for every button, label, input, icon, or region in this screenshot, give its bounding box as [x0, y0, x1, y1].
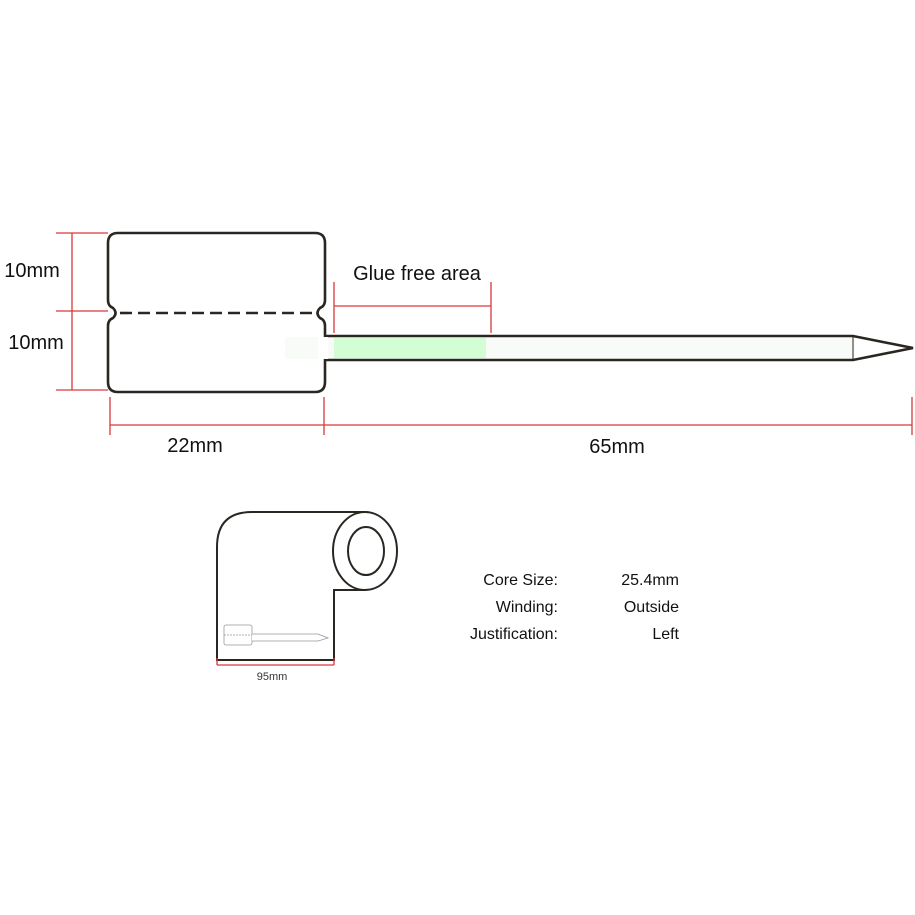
specs-table: Core Size: 25.4mm Winding: Outside Justi… [470, 572, 680, 643]
spec-value: 25.4mm [621, 572, 679, 589]
spec-value: Outside [624, 599, 679, 616]
tail-length-label: 65mm [589, 436, 645, 458]
bottom-height-label: 10mm [8, 332, 64, 354]
spec-label: Justification: [470, 626, 558, 643]
glue-free-dimension [333, 282, 492, 333]
head-width-label: 22mm [167, 435, 223, 457]
glue-free-area [334, 338, 486, 358]
glue-free-label: Glue free area [353, 263, 482, 285]
width-dimension [109, 397, 913, 435]
spec-value: Left [652, 626, 679, 643]
label-tail [285, 334, 914, 362]
top-height-label: 10mm [4, 260, 60, 282]
height-dimension [56, 232, 108, 391]
spec-label: Winding: [496, 599, 558, 616]
label-head [106, 231, 327, 394]
label-roll-icon [216, 511, 398, 666]
roll-width-label: 95mm [257, 671, 288, 683]
spec-label: Core Size: [483, 572, 558, 589]
